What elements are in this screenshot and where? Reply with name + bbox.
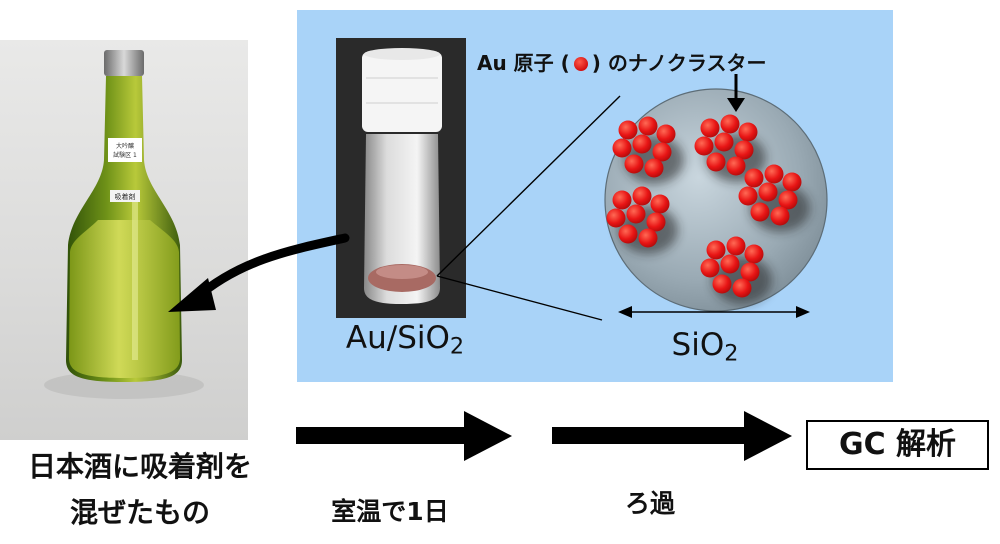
support-label: SiO2 bbox=[671, 327, 739, 367]
sake-bottle-illustration: 大吟醸 試験区 1 吸着剤 bbox=[44, 50, 204, 399]
mixture-caption: 日本酒に吸着剤を 混ぜたもの bbox=[0, 444, 280, 536]
bottle-tag-bottom bbox=[110, 190, 140, 202]
gc-analysis-box: GC 解析 bbox=[806, 420, 989, 470]
au-atom-dot-icon bbox=[573, 57, 588, 71]
curved-arrow-to-bottle bbox=[191, 233, 350, 303]
zoom-line-bottom bbox=[436, 275, 603, 321]
svg-text:吸着剤: 吸着剤 bbox=[115, 192, 136, 201]
bottle-cap bbox=[104, 50, 144, 76]
process-arrow-1 bbox=[296, 411, 512, 461]
step-room-temp-caption: 室温で1日 bbox=[331, 497, 449, 526]
step-filtration-caption: ろ過 bbox=[624, 489, 675, 518]
vial-cap bbox=[362, 52, 442, 132]
zoom-line-top bbox=[436, 95, 621, 277]
sake-liquid bbox=[69, 220, 180, 378]
sake-bottle-photo: 大吟醸 試験区 1 吸着剤 bbox=[0, 40, 248, 440]
mixture-caption-line1: 日本酒に吸着剤を bbox=[27, 450, 252, 483]
vial-illustration bbox=[362, 48, 442, 304]
vial-photo bbox=[336, 38, 466, 318]
svg-text:大吟醸: 大吟醸 bbox=[116, 142, 134, 150]
svg-text:試験区 1: 試験区 1 bbox=[113, 151, 137, 159]
process-arrow-2 bbox=[552, 411, 792, 461]
mixture-caption-line2: 混ぜたもの bbox=[69, 496, 210, 529]
nanocluster-title: Au 原子 () のナノクラスター bbox=[477, 51, 767, 75]
catalyst-label: Au/SiO2 bbox=[345, 320, 465, 360]
bottle-tag-top bbox=[108, 138, 142, 162]
